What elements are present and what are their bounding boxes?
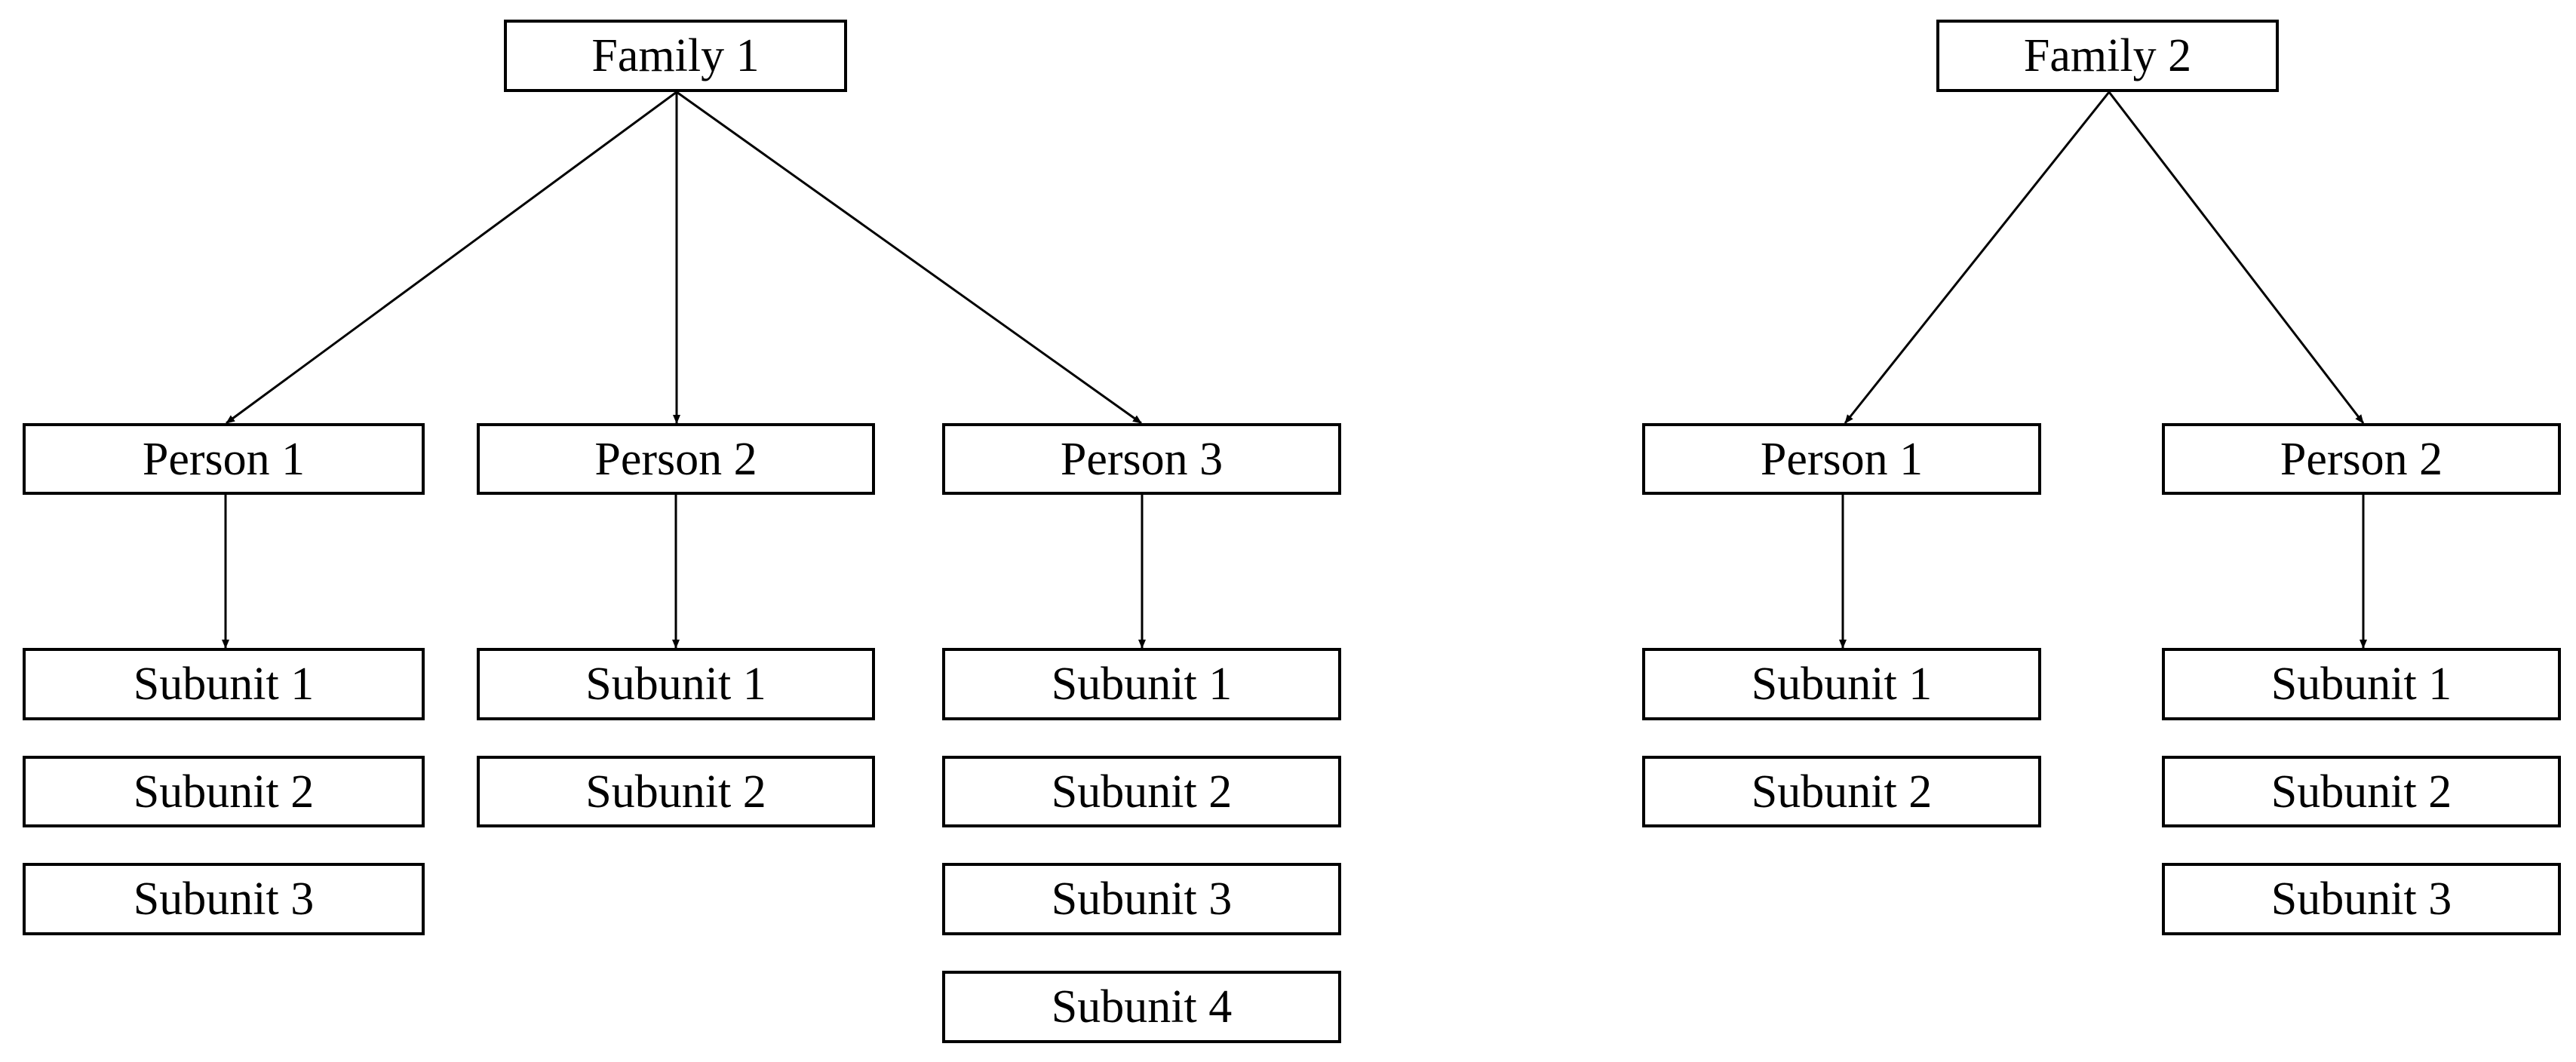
f1-person-2-node: Person 2 <box>477 423 875 495</box>
edge-family-1-person-1 <box>226 91 677 425</box>
f2-p1-subunit-1: Subunit 1 <box>1642 648 2041 720</box>
f1-p1-subunit-1: Subunit 1 <box>23 648 425 720</box>
f1-person-3-node: Person 3 <box>942 423 1341 495</box>
f2-p2-subunit-2: Subunit 2 <box>2162 756 2561 827</box>
f1-p2-subunit-2: Subunit 2 <box>477 756 875 827</box>
f1-p2-subunit-1: Subunit 1 <box>477 648 875 720</box>
f1-person-1-node: Person 1 <box>23 423 425 495</box>
f2-p2-subunit-1: Subunit 1 <box>2162 648 2561 720</box>
f1-p1-subunit-2: Subunit 2 <box>23 756 425 827</box>
family-1-node: Family 1 <box>504 20 847 92</box>
f2-p1-subunit-2: Subunit 2 <box>1642 756 2041 827</box>
f2-person-2-node: Person 2 <box>2162 423 2561 495</box>
f2-person-1-node: Person 1 <box>1642 423 2041 495</box>
edge-family-1-person-3 <box>676 91 1142 425</box>
f1-p3-subunit-3: Subunit 3 <box>942 863 1341 935</box>
f1-p3-subunit-2: Subunit 2 <box>942 756 1341 827</box>
family-2-node: Family 2 <box>1936 20 2279 92</box>
f1-p1-subunit-3: Subunit 3 <box>23 863 425 935</box>
f1-p3-subunit-1: Subunit 1 <box>942 648 1341 720</box>
edge-family-2-person-2 <box>2108 91 2365 424</box>
f1-p3-subunit-4: Subunit 4 <box>942 971 1341 1043</box>
f2-p2-subunit-3: Subunit 3 <box>2162 863 2561 935</box>
edge-family-2-person-1 <box>1844 91 2111 424</box>
